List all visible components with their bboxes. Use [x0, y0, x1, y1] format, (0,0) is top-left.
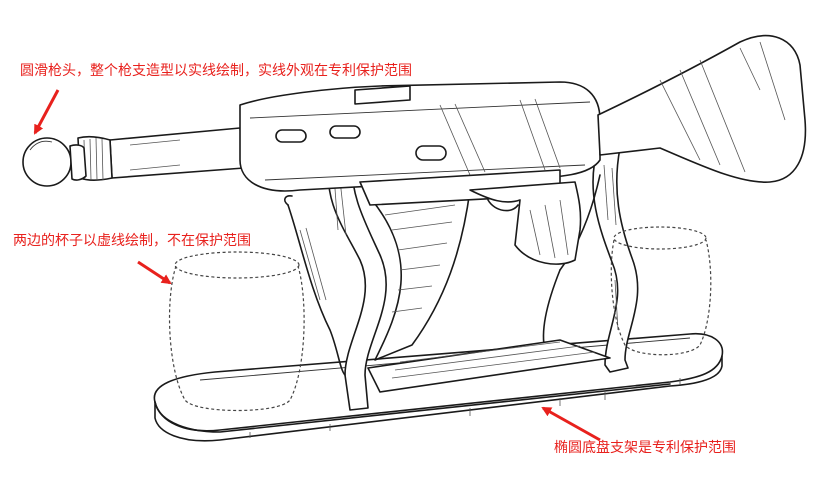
arrow-to-cup-icon: [137, 260, 172, 285]
annotation-base-protected: 椭圆底盘支架是专利保护范围: [554, 440, 736, 456]
dashed-cup-right: [610, 226, 712, 356]
arrow-to-head-icon: [33, 89, 60, 135]
dashed-cup-left: [168, 251, 305, 412]
gun-stand: [283, 147, 639, 411]
annotation-cups-not-protected: 两边的杯子以虚线绘制，不在保护范围: [13, 233, 251, 249]
rifle-magazine: [371, 189, 471, 361]
arrow-to-base-icon: [541, 406, 601, 442]
rifle-muzzle-head: [22, 137, 87, 187]
oval-base: [153, 332, 724, 442]
annotation-head-protected: 圆滑枪头，整个枪支造型以实线绘制，实线外观在专利保护范围: [20, 63, 412, 79]
rifle-body: [77, 34, 807, 265]
